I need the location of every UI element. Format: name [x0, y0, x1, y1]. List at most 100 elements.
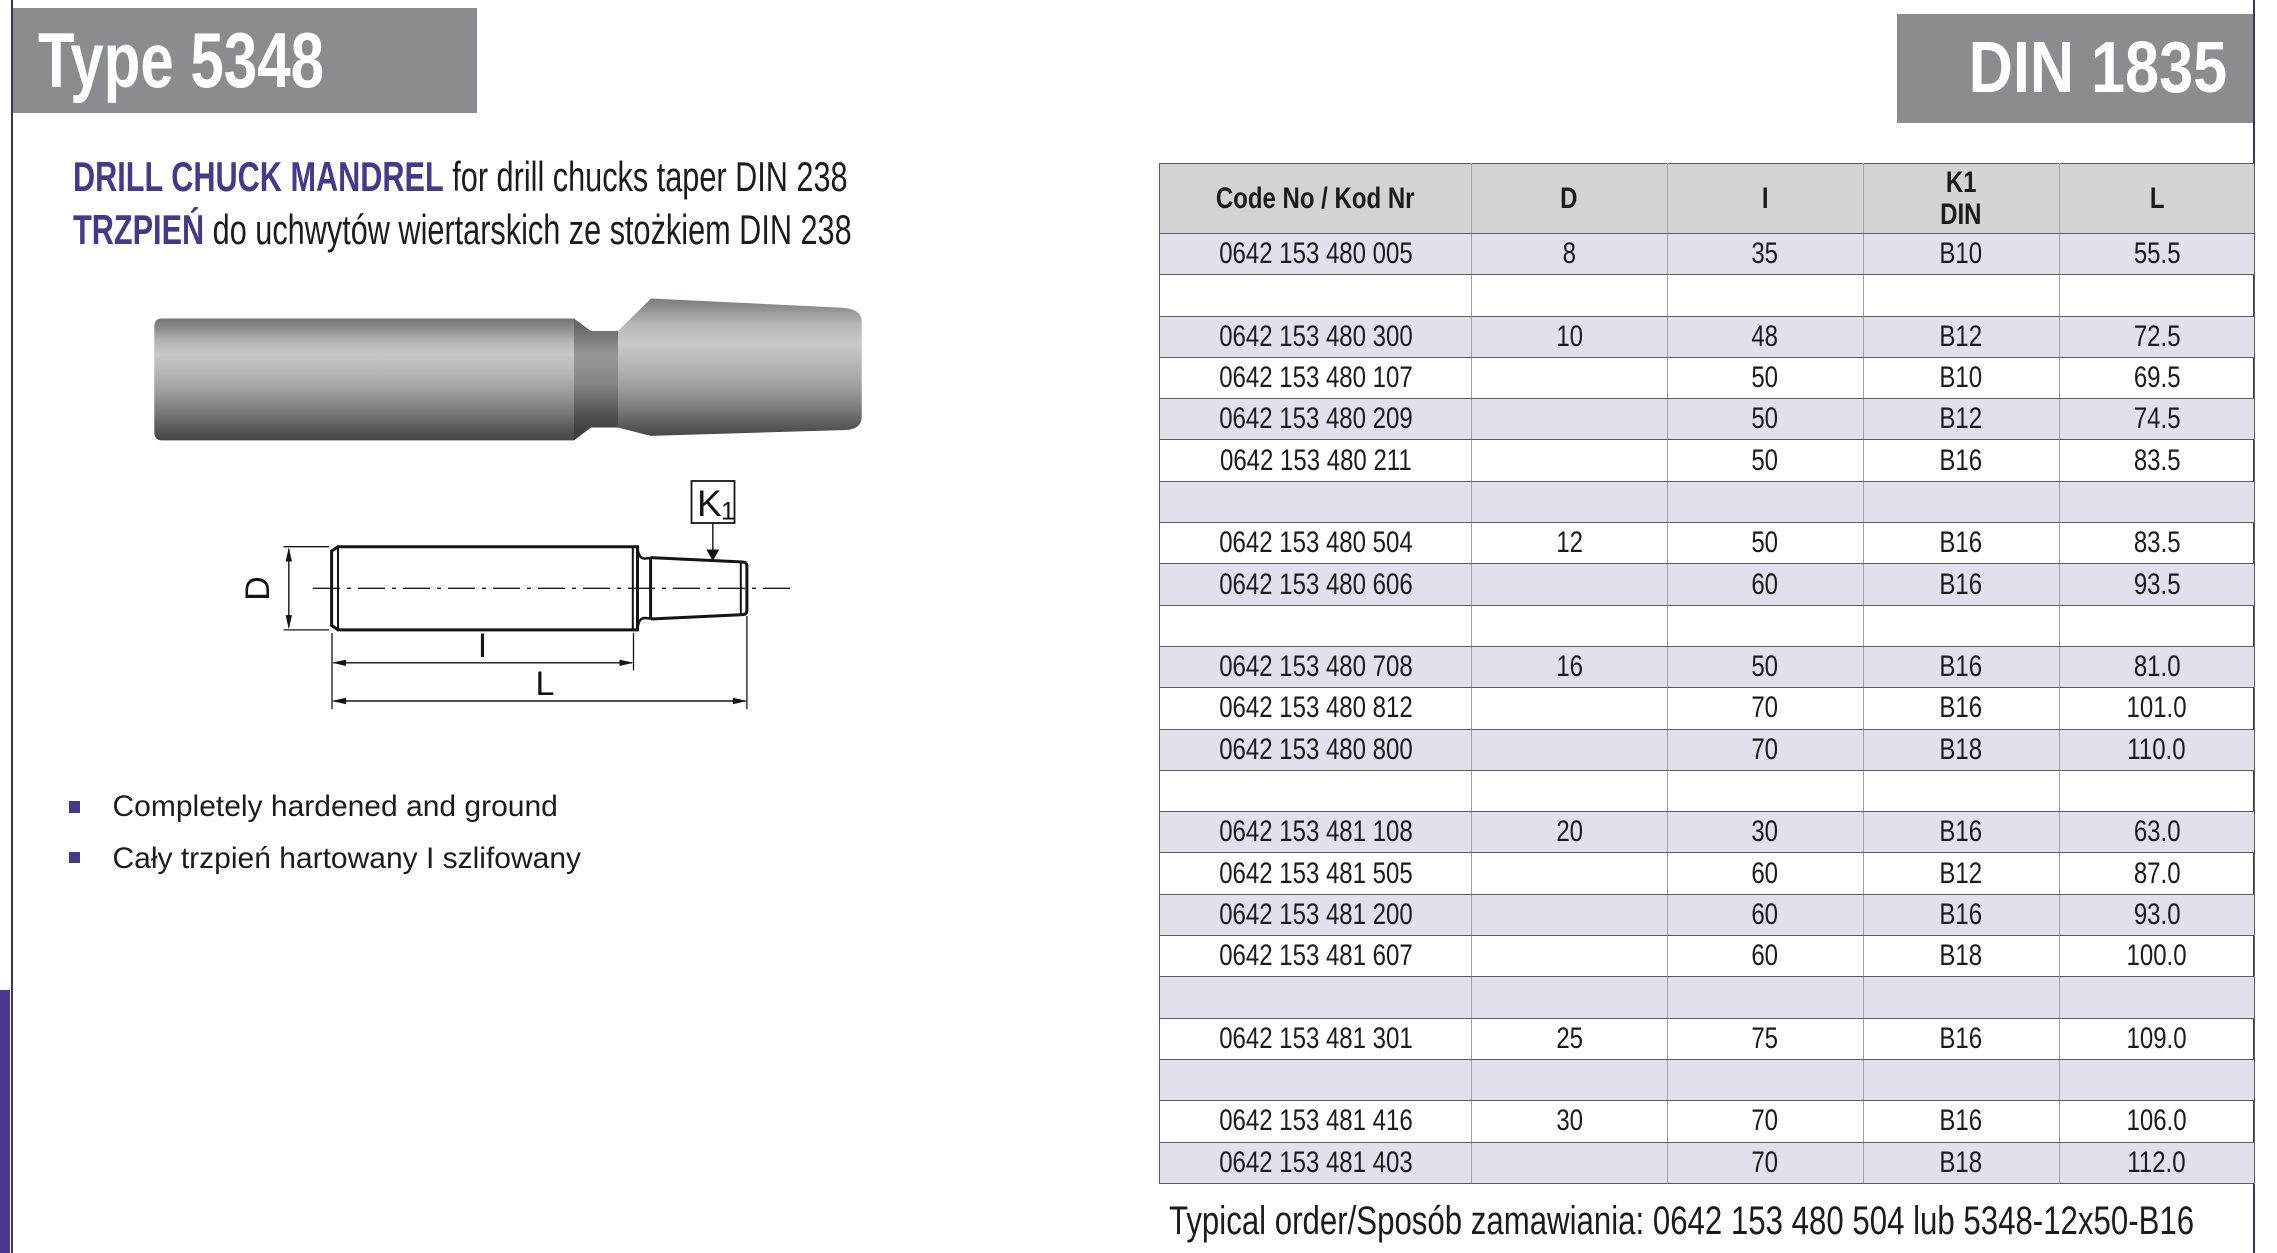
cell-value: B16 [1939, 443, 1983, 477]
cell-value: 70 [1751, 732, 1779, 766]
cell-k1: B16 [1862, 1017, 2060, 1060]
l-label: L [536, 665, 555, 703]
cell-i [1666, 769, 1864, 813]
cell-value: 50 [1751, 402, 1779, 436]
cell-d [1471, 728, 1668, 771]
cell-value: 0642 153 481 403 [1218, 1145, 1413, 1179]
cell-d: 20 [1471, 811, 1668, 854]
cell-code: 0642 153 480 209 [1159, 398, 1472, 441]
cell-i: 50 [1666, 356, 1864, 400]
cell-l [2058, 604, 2255, 647]
cell-value: 106.0 [2126, 1104, 2187, 1138]
cell-value: 50 [1751, 526, 1779, 560]
cell-d [1471, 687, 1668, 730]
product-photo [154, 298, 862, 441]
cell-k1: B18 [1862, 1141, 2060, 1184]
cell-value: 93.5 [2133, 567, 2181, 601]
k1-arrowhead [706, 549, 720, 561]
cell-value: B12 [1939, 856, 1983, 890]
cell-value: 50 [1751, 443, 1779, 477]
cell-code: 0642 153 481 505 [1159, 852, 1472, 895]
cell-k1: B16 [1862, 687, 2060, 730]
table-row-spacer [1159, 1058, 2255, 1102]
cell-code: 0642 153 481 301 [1159, 1017, 1472, 1060]
table-row: 0642 153 481 505 60 B12 87.0 [1159, 852, 2255, 895]
cell-value: B18 [1939, 1145, 1983, 1179]
photo-shank [154, 318, 575, 441]
cell-d [1471, 1141, 1668, 1184]
cell-value: 60 [1751, 856, 1779, 890]
cell-d [1471, 976, 1668, 1019]
cell-i: 30 [1666, 811, 1864, 854]
cell-l: 106.0 [2058, 1100, 2255, 1143]
cell-value: 0642 153 480 800 [1218, 732, 1413, 766]
cell-value: 75 [1751, 1021, 1779, 1055]
d-arrow-top [285, 547, 292, 562]
cell-k1: B18 [1862, 728, 2060, 771]
cell-value: 50 [1751, 361, 1779, 395]
cell-code [1159, 1058, 1472, 1102]
cell-value: 0642 153 480 504 [1218, 526, 1413, 560]
cell-value: 0642 153 480 708 [1218, 650, 1413, 684]
cell-i [1666, 1058, 1864, 1102]
cell-l: 101.0 [2058, 687, 2255, 730]
cell-code [1159, 480, 1472, 524]
cell-k1: B10 [1862, 356, 2060, 400]
cell-code: 0642 153 480 812 [1159, 687, 1472, 730]
cell-code: 0642 153 480 800 [1159, 728, 1472, 771]
cell-k1 [1862, 274, 2060, 317]
photo-taper-flare [618, 298, 651, 436]
cell-l: 81.0 [2058, 645, 2255, 689]
col-label: K1 [1945, 165, 1977, 199]
product-description: DRILL CHUCK MANDREL for drill chucks tap… [73, 150, 1133, 257]
table-row-spacer [1159, 604, 2255, 647]
cell-k1: B16 [1862, 522, 2060, 565]
cell-value: 0642 153 480 005 [1218, 237, 1413, 271]
cell-i [1666, 274, 1864, 317]
cell-value: 100.0 [2126, 939, 2187, 973]
drawing-tip [740, 560, 749, 617]
cell-value: 48 [1751, 319, 1779, 353]
cell-value: 0642 153 480 300 [1218, 319, 1413, 353]
cell-i: 50 [1666, 439, 1864, 482]
cell-value: 12 [1555, 526, 1583, 560]
cell-l: 93.0 [2058, 893, 2255, 937]
cell-code: 0642 153 481 200 [1159, 893, 1472, 937]
cell-d [1471, 852, 1668, 895]
cell-value: B16 [1939, 567, 1983, 601]
cell-value: 0642 153 480 107 [1218, 361, 1413, 395]
product-subtitle-pl: do uchwytów wiertarskich ze stożkiem DIN… [204, 206, 852, 254]
cell-i: 35 [1666, 232, 1864, 276]
product-name-pl: TRZPIEŃ [73, 206, 205, 254]
cell-value: 16 [1555, 650, 1583, 684]
cell-i: 70 [1666, 1141, 1864, 1184]
cell-i: 50 [1666, 645, 1864, 689]
cell-value: 0642 153 480 606 [1218, 567, 1413, 601]
cell-k1: B16 [1862, 893, 2060, 937]
cell-i: 50 [1666, 522, 1864, 565]
cell-l [2058, 769, 2255, 813]
cell-l: 100.0 [2058, 935, 2255, 978]
cell-l [2058, 1058, 2255, 1102]
cell-l: 87.0 [2058, 852, 2255, 895]
cell-value: B18 [1939, 732, 1983, 766]
cell-d: 30 [1471, 1100, 1668, 1143]
cell-code: 0642 153 480 107 [1159, 356, 1472, 400]
feature-item-pl: Cały trzpień hartowany I szlifowany [112, 841, 582, 875]
cell-l: 63.0 [2058, 811, 2255, 854]
col-label: D [1560, 181, 1578, 215]
description-line-en: DRILL CHUCK MANDREL for drill chucks tap… [73, 150, 1133, 203]
cell-i [1666, 604, 1864, 647]
cell-value: B12 [1939, 319, 1983, 353]
cell-value: 83.5 [2133, 443, 2181, 477]
